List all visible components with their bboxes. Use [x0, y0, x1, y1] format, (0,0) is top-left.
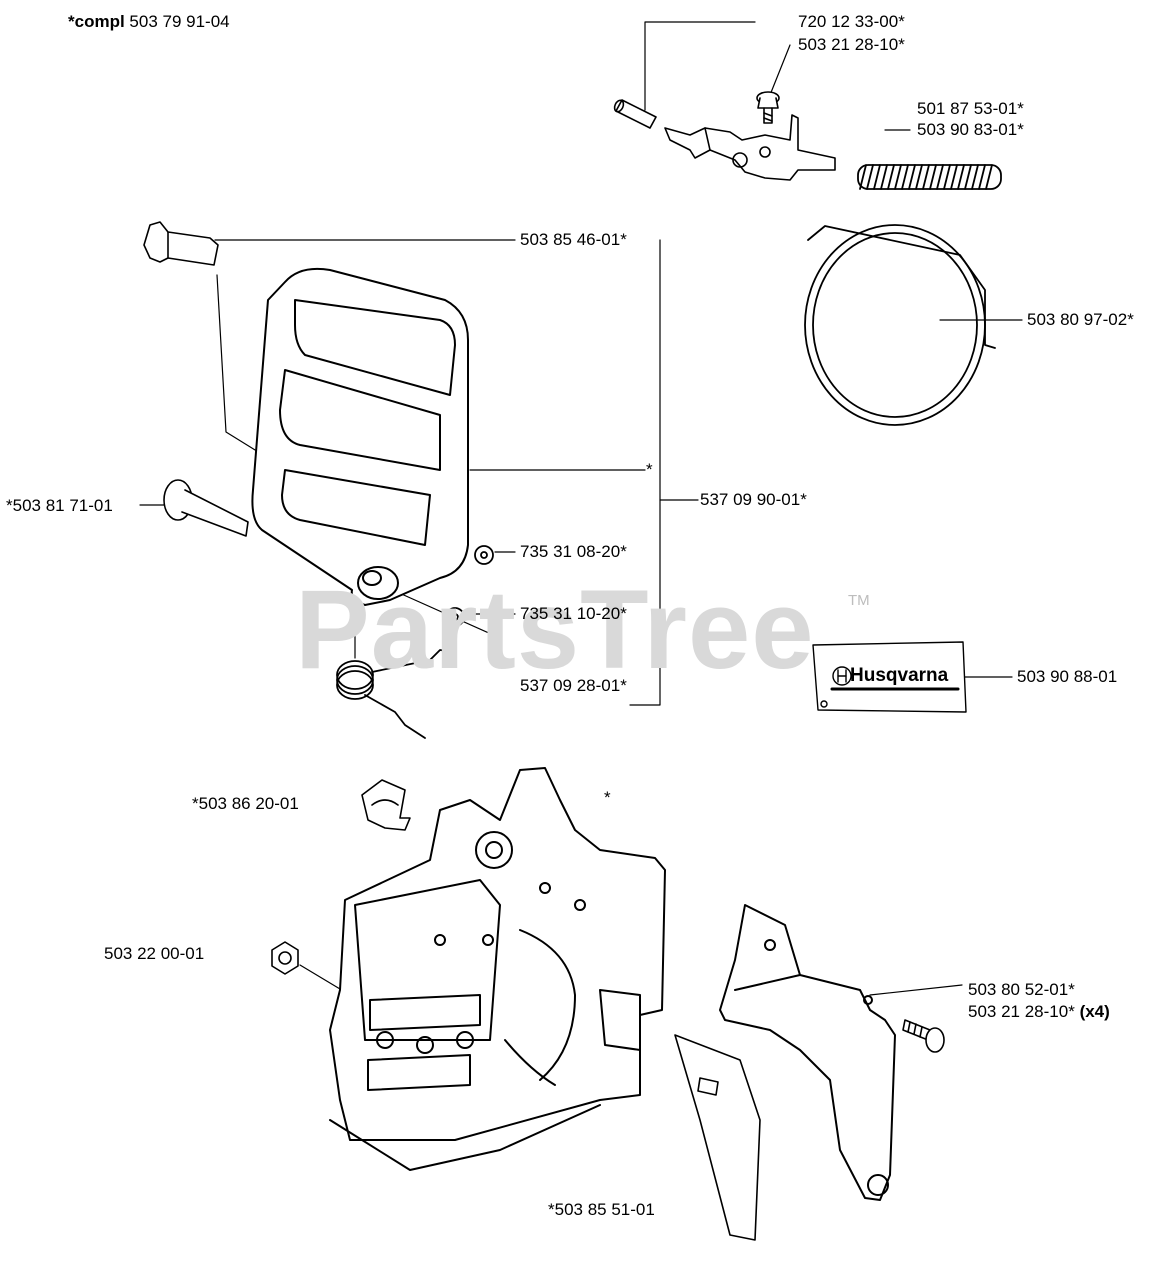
- rim-bolt-part: [163, 479, 249, 537]
- part-label: 503 21 28-10*: [798, 35, 905, 54]
- torsion-spring-part: [336, 649, 456, 739]
- part-number: 503 21 28-10*: [968, 1002, 1075, 1021]
- clip-part: [361, 779, 411, 831]
- part-label: *503 86 20-01: [192, 794, 299, 813]
- washer-parts: [445, 545, 494, 627]
- part-label: 503 22 00-01: [104, 944, 205, 963]
- part-label: 503 80 52-01*: [968, 980, 1075, 999]
- plate-part: [674, 1034, 761, 1241]
- brake-lever-part: [664, 114, 836, 181]
- part-label: 720 12 33-00*: [798, 12, 905, 31]
- part-label: 537 09 28-01*: [520, 676, 627, 695]
- part-label: *503 81 71-01: [6, 496, 113, 515]
- part-label: 503 90 83-01*: [917, 120, 1024, 139]
- watermark: PartsTree: [295, 567, 815, 692]
- decal-part: [812, 641, 967, 713]
- compl-label: *compl 503 79 91-04: [68, 12, 230, 32]
- chain-cover-part: [251, 267, 469, 606]
- part-label: 503 80 97-02*: [1027, 310, 1134, 329]
- chain-guide-part: [719, 904, 896, 1201]
- housing-part: [329, 767, 666, 1171]
- part-label: 501 87 53-01*: [917, 99, 1024, 118]
- trademark-mark: TM: [848, 592, 870, 609]
- nut-part: [271, 941, 299, 975]
- compl-prefix: *compl: [68, 12, 125, 31]
- part-label: *: [646, 460, 653, 479]
- part-label: 537 09 90-01*: [700, 490, 807, 509]
- part-label-with-qty: 503 21 28-10* (x4): [968, 1002, 1110, 1022]
- part-label: 735 31 08-20*: [520, 542, 627, 561]
- screw-part-right: [902, 1019, 945, 1053]
- part-label: 503 85 46-01*: [520, 230, 627, 249]
- part-label: *503 85 51-01: [548, 1200, 655, 1219]
- brake-band-part: [804, 224, 996, 426]
- bolt-part: [143, 221, 219, 266]
- part-label: 503 90 88-01: [1017, 667, 1118, 686]
- husqvarna-logo-text: Husqvarna: [850, 665, 949, 686]
- pin-part: [613, 99, 657, 129]
- part-label: 735 31 10-20*: [520, 604, 627, 623]
- screw-part: [756, 91, 780, 124]
- part-label: *: [604, 788, 611, 807]
- quantity-suffix: (x4): [1079, 1002, 1110, 1021]
- spring-part: [857, 164, 1002, 190]
- compl-number: 503 79 91-04: [129, 12, 230, 31]
